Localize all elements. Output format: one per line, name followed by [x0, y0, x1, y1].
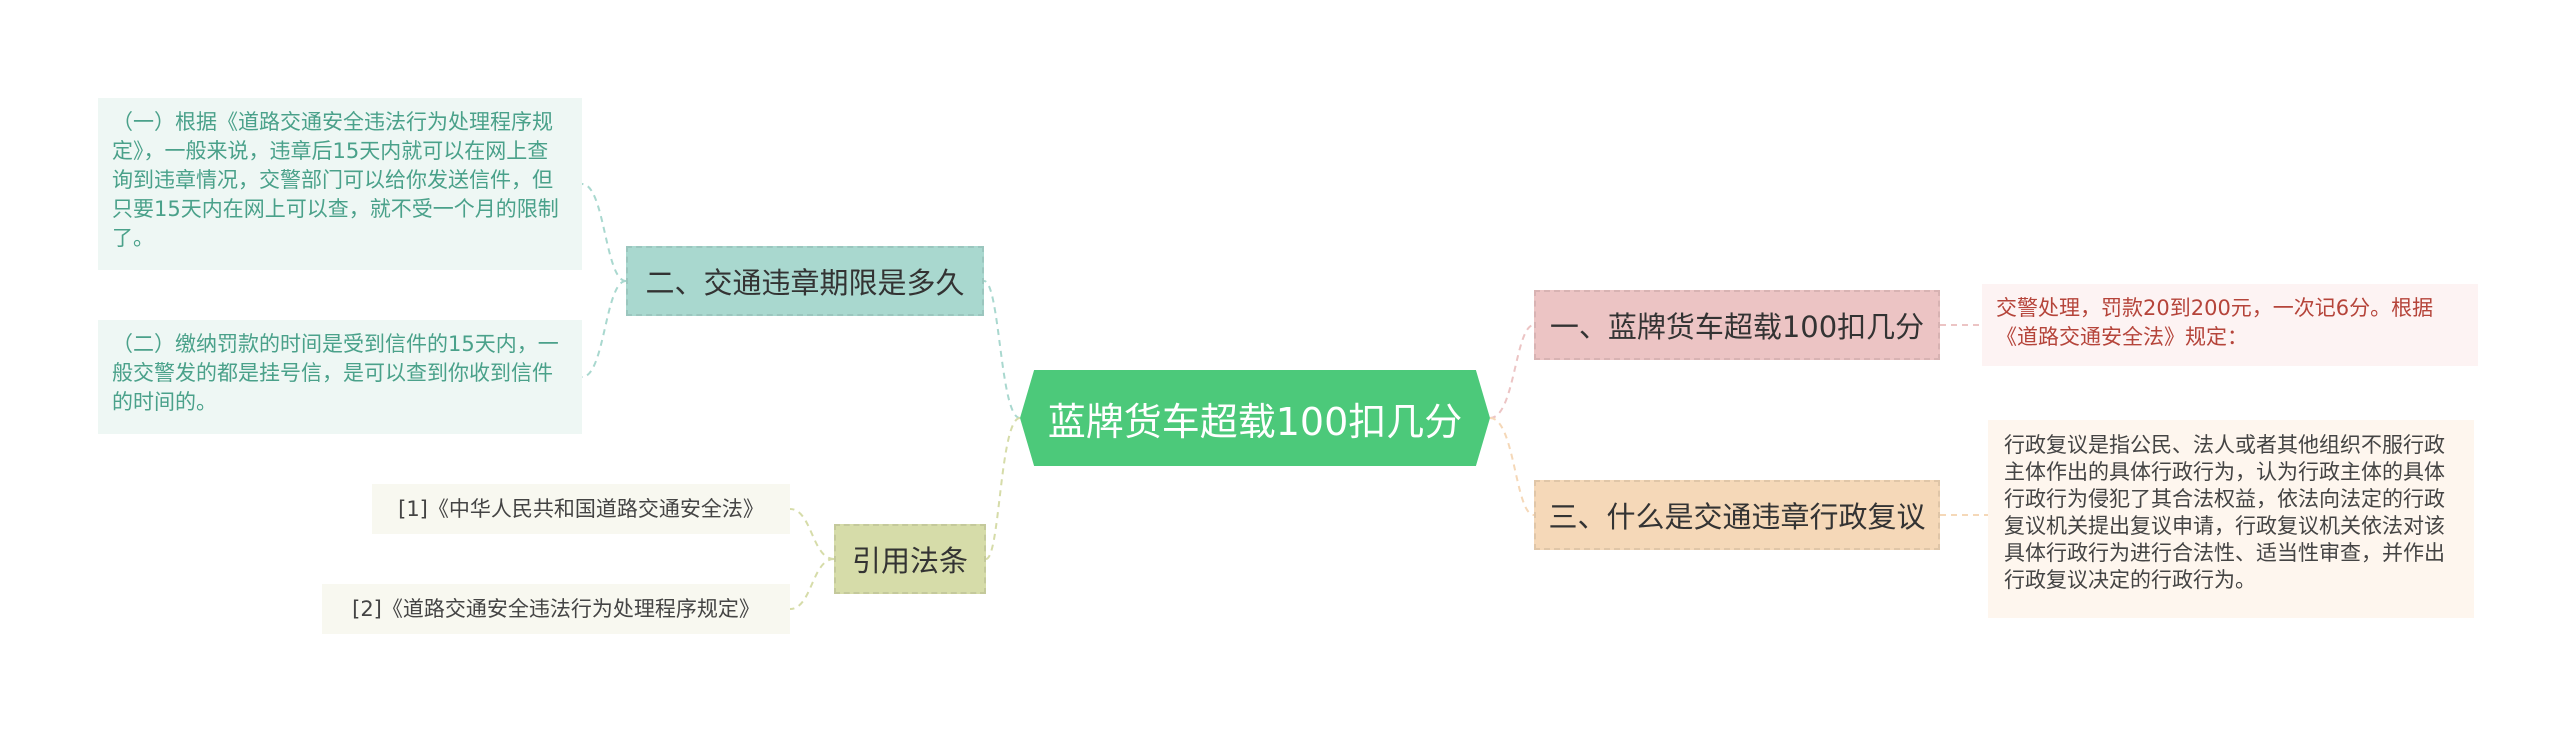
leaf-deadline-2-text: （二）缴纳罚款的时间是受到信件的15天内，一般交警发的都是挂号信，是可以查到你收… [112, 332, 559, 414]
leaf-points-1[interactable]: 交警处理，罚款20到200元，一次记6分。根据《道路交通安全法》规定： [1982, 284, 2478, 366]
link-deadline-leaf1 [581, 183, 627, 282]
link-center-points [1489, 324, 1535, 419]
branch-points-label: 一、蓝牌货车超载100扣几分 [1549, 310, 1925, 344]
leaf-points-1-text: 交警处理，罚款20到200元，一次记6分。根据《道路交通安全法》规定： [1996, 296, 2434, 349]
branch-review-label: 三、什么是交通违章行政复议 [1548, 500, 1926, 534]
link-deadline-leaf2 [581, 280, 627, 378]
branch-laws-label: 引用法条 [851, 544, 968, 578]
link-center-deadline [983, 280, 1021, 419]
leaf-law-1[interactable]: [1]《中华人民共和国道路交通安全法》 [372, 484, 790, 534]
leaf-law-2-text: [2]《道路交通安全违法行为处理程序规定》 [352, 596, 760, 621]
leaf-deadline-2[interactable]: （二）缴纳罚款的时间是受到信件的15天内，一般交警发的都是挂号信，是可以查到你收… [98, 320, 582, 434]
leaf-law-2[interactable]: [2]《道路交通安全违法行为处理程序规定》 [322, 584, 790, 634]
leaf-review-1[interactable]: 行政复议是指公民、法人或者其他组织不服行政主体作出的具体行政行为，认为行政主体的… [1988, 420, 2474, 618]
branch-points[interactable]: 一、蓝牌货车超载100扣几分 [1534, 290, 1940, 360]
leaf-review-1-text: 行政复议是指公民、法人或者其他组织不服行政主体作出的具体行政行为，认为行政主体的… [2004, 433, 2445, 592]
leaf-deadline-1-text: （一）根据《道路交通安全违法行为处理程序规定》，一般来说，违章后15天内就可以在… [112, 110, 559, 250]
branch-deadline[interactable]: 二、交通违章期限是多久 [626, 246, 984, 316]
central-topic-label: 蓝牌货车超载100扣几分 [1047, 399, 1463, 444]
link-laws-leaf2 [789, 558, 835, 610]
leaf-deadline-1[interactable]: （一）根据《道路交通安全违法行为处理程序规定》，一般来说，违章后15天内就可以在… [98, 98, 582, 270]
branch-review[interactable]: 三、什么是交通违章行政复议 [1534, 480, 1940, 550]
branch-deadline-label: 二、交通违章期限是多久 [645, 266, 965, 300]
link-laws-leaf1 [789, 508, 835, 560]
leaf-law-1-text: [1]《中华人民共和国道路交通安全法》 [398, 496, 764, 521]
link-center-review [1489, 417, 1535, 516]
central-topic[interactable]: 蓝牌货车超载100扣几分 [1020, 370, 1490, 466]
link-center-laws [985, 417, 1021, 560]
branch-laws[interactable]: 引用法条 [834, 524, 986, 594]
